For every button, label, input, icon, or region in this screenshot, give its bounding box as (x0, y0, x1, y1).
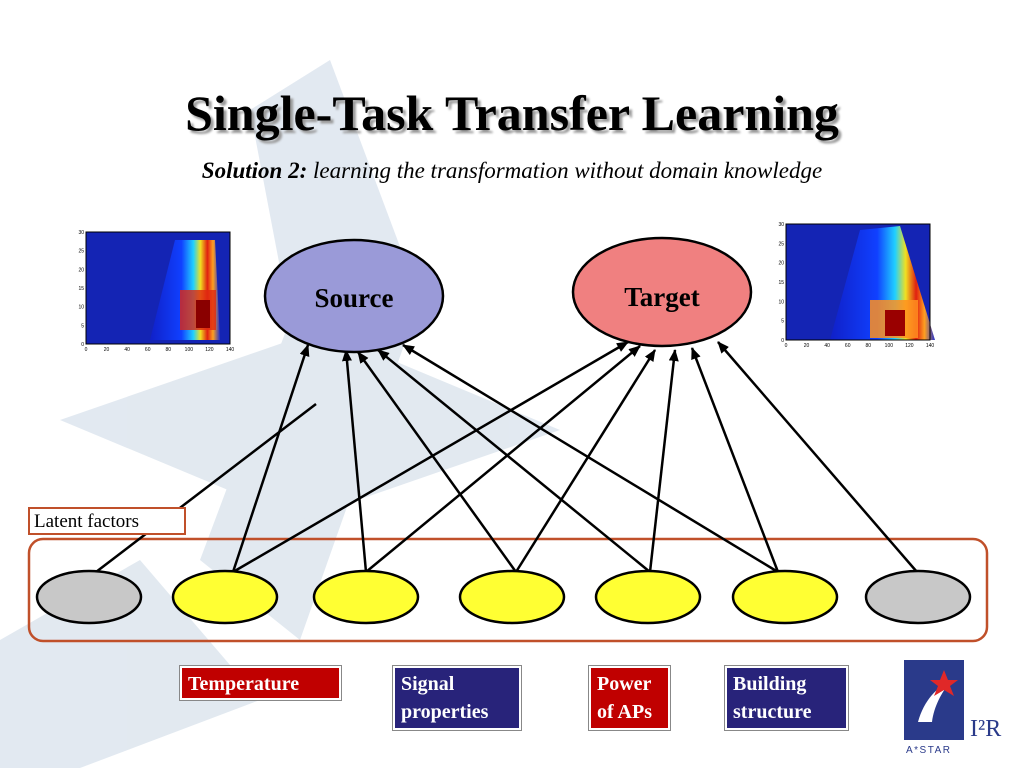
edges-to-source (231, 343, 779, 574)
target-heatmap: 0 20 40 60 80 100 120 140 30 25 20 15 10 5 0 (778, 222, 935, 349)
factor-building-line1: Building (733, 673, 807, 695)
heatmap-y-tick: 5 (81, 323, 84, 329)
heatmap-y-tick: 25 (78, 249, 84, 255)
heatmap-y-tick: 0 (81, 342, 84, 348)
heatmap-x-tick: 100 (185, 347, 194, 353)
edge-latent6-target (690, 347, 780, 573)
latent-node-6 (731, 569, 839, 625)
logo-i2r-text: I²R (970, 716, 1001, 742)
astar-i2r-logo: A*STAR I²R (904, 660, 1001, 756)
heatmap-x-tick: 60 (845, 343, 851, 349)
heatmap-y-tick: 30 (778, 222, 784, 228)
logo-star-icon (930, 670, 958, 696)
slide-subtitle: Solution 2: learning the transformation … (0, 158, 1024, 184)
latent-node-2 (171, 569, 279, 625)
heatmap-y-tick: 0 (781, 338, 784, 344)
edge-latent5-target (648, 349, 679, 573)
logo-astar-text: A*STAR (906, 745, 952, 756)
target-label: Target (624, 282, 700, 312)
heatmap-x-tick: 60 (145, 347, 151, 353)
factor-building-line2: structure (733, 701, 812, 723)
source-node (263, 238, 445, 354)
edge-latent2-target (232, 340, 629, 574)
slide-title: Single-Task Transfer Learning (185, 85, 839, 141)
heatmap-y-tick: 10 (778, 299, 784, 305)
heatmap-x-tick: 100 (885, 343, 894, 349)
source-heatmap: 0 20 40 60 80 100 120 140 30 25 20 15 10 5 0 (78, 230, 234, 353)
factor-building-structure: Building structure (724, 665, 849, 731)
subtitle-text: learning the transformation without doma… (307, 158, 823, 183)
edges-to-target (95, 340, 918, 574)
heatmap-y-tick: 15 (778, 280, 784, 286)
heatmap-y-tick: 15 (78, 286, 84, 292)
heatmap-x-tick: 0 (785, 343, 788, 349)
edge-latent2-source (231, 344, 310, 573)
factor-signal-line1: Signal (401, 673, 455, 695)
latent-node-7 (864, 569, 972, 625)
target-node (571, 236, 753, 348)
heatmap-x-tick: 40 (824, 343, 830, 349)
latent-node-1 (35, 569, 143, 625)
heatmap-y-tick: 5 (781, 319, 784, 325)
latent-factors-label: Latent factors (28, 507, 186, 535)
heatmap-x-tick: 20 (104, 347, 110, 353)
heatmap-y-tick: 25 (778, 241, 784, 247)
edge-latent1-target-partial (95, 403, 317, 573)
heatmap-x-tick: 20 (804, 343, 810, 349)
factor-power-line2: of APs (597, 701, 652, 723)
heatmap-x-tick: 140 (226, 347, 235, 353)
latent-node-5 (594, 569, 702, 625)
heatmap-y-tick: 10 (78, 305, 84, 311)
edge-latent4-target (514, 349, 657, 573)
factor-power-line1: Power (597, 673, 652, 695)
edge-latent6-source (402, 343, 779, 574)
edge-latent4-source (356, 351, 518, 573)
heatmap-x-tick: 80 (166, 347, 172, 353)
latent-node-3 (312, 569, 420, 625)
heatmap-y-tick: 20 (78, 267, 84, 273)
heatmap-y-tick: 30 (78, 230, 84, 236)
heatmap-x-tick: 120 (205, 347, 214, 353)
factor-power-of-aps: Power of APs (588, 665, 671, 731)
latent-node-4 (458, 569, 566, 625)
factor-signal-line2: properties (401, 701, 489, 723)
edge-latent3-target (365, 345, 641, 573)
heatmap-x-tick: 140 (926, 343, 935, 349)
subtitle-bold: Solution 2: (201, 158, 308, 183)
factor-temperature: Temperature (179, 665, 342, 701)
source-label: Source (315, 283, 394, 313)
heatmap-x-tick: 120 (905, 343, 914, 349)
edge-latent3-source (342, 349, 368, 573)
latent-nodes (35, 569, 972, 625)
heatmap-x-tick: 40 (124, 347, 130, 353)
edge-latent7-target (717, 341, 918, 573)
heatmap-y-tick: 20 (778, 261, 784, 267)
factor-signal-properties: Signal properties (392, 665, 522, 731)
edge-latent5-source (377, 349, 651, 573)
latent-factors-container (27, 537, 989, 643)
heatmap-x-tick: 0 (85, 347, 88, 353)
heatmap-x-tick: 80 (866, 343, 872, 349)
logo-swoosh (918, 682, 950, 722)
